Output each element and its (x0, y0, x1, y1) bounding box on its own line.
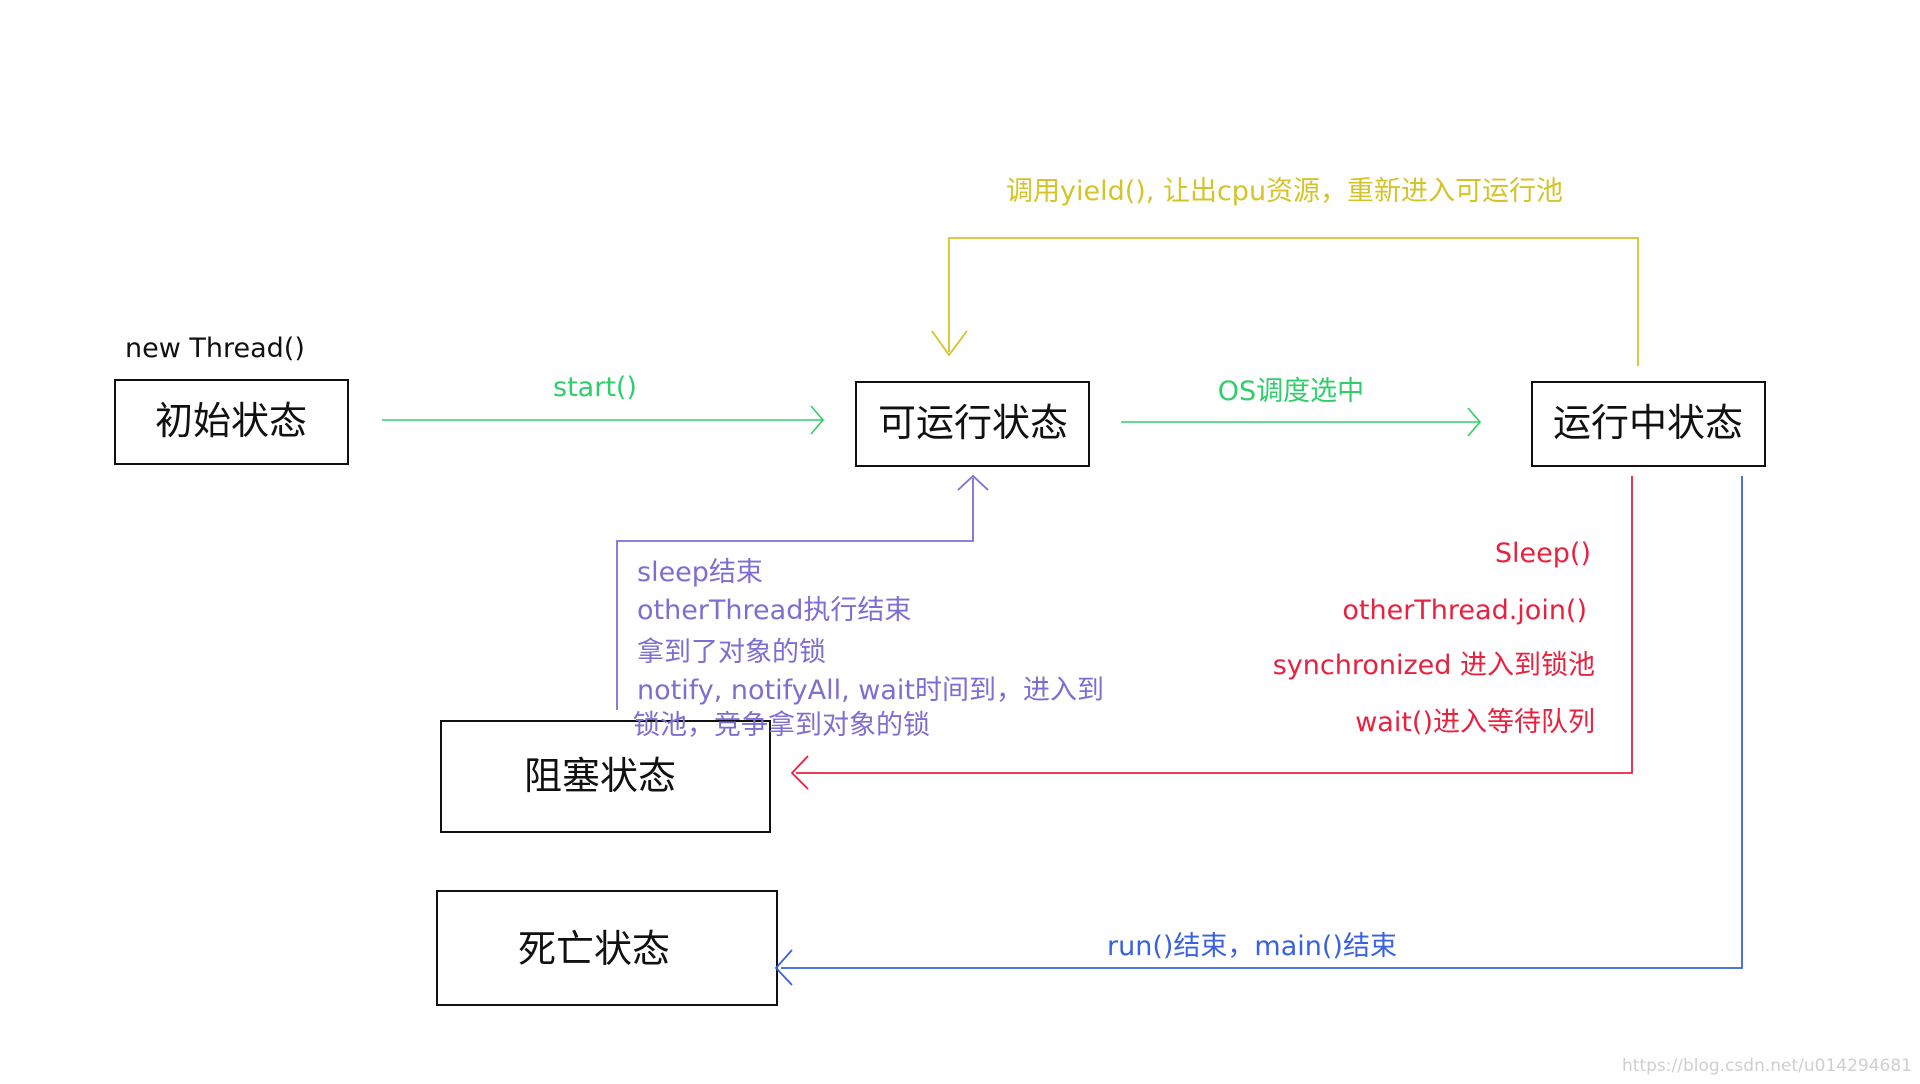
state-init-label: 初始状态 (155, 399, 307, 443)
unblock-lockpool-label: 锁池，竞争拿到对象的锁 (633, 710, 930, 741)
state-running-label: 运行中状态 (1553, 401, 1743, 445)
yield-label: 调用yield(), 让出cpu资源，重新进入可运行池 (1006, 176, 1563, 207)
synchronized-label: synchronized 进入到锁池 (1273, 650, 1595, 681)
os-schedule-label: OS调度选中 (1218, 376, 1364, 407)
arrow-os-schedule: OS调度选中 (1121, 376, 1482, 437)
start-label: start() (553, 372, 637, 403)
join-label: otherThread.join() (1342, 595, 1587, 626)
arrow-start: start() (382, 372, 825, 435)
wait-label: wait()进入等待队列 (1355, 707, 1595, 738)
state-blocked-label: 阻塞状态 (524, 754, 676, 798)
arrow-unblock: sleep结束 otherThread执行结束 拿到了对象的锁 notify, … (616, 474, 1104, 741)
state-runnable-label: 可运行状态 (878, 401, 1068, 445)
arrow-yield: 调用yield(), 让出cpu资源，重新进入可运行池 (931, 176, 1639, 366)
state-running: 运行中状态 (1531, 381, 1766, 467)
end-label: run()结束，main()结束 (1107, 931, 1397, 962)
state-dead-label: 死亡状态 (518, 927, 670, 971)
arrow-to-blocked: Sleep() otherThread.join() synchronized … (790, 476, 1633, 790)
unblock-join-label: otherThread执行结束 (637, 595, 911, 626)
state-dead: 死亡状态 (436, 890, 778, 1006)
watermark: https://blog.csdn.net/u014294681 (1622, 1056, 1912, 1076)
unblock-sleep-label: sleep结束 (637, 557, 763, 588)
state-init: 初始状态 (114, 379, 349, 465)
unblock-lock-label: 拿到了对象的锁 (637, 637, 826, 668)
new-thread-label: new Thread() (125, 333, 305, 364)
sleep-label: Sleep() (1495, 538, 1591, 569)
state-blocked: 阻塞状态 (440, 720, 771, 833)
arrow-to-dead: run()结束，main()结束 (774, 476, 1743, 986)
unblock-notify-label: notify, notifyAll, wait时间到，进入到 (637, 675, 1104, 706)
state-runnable: 可运行状态 (855, 381, 1090, 467)
